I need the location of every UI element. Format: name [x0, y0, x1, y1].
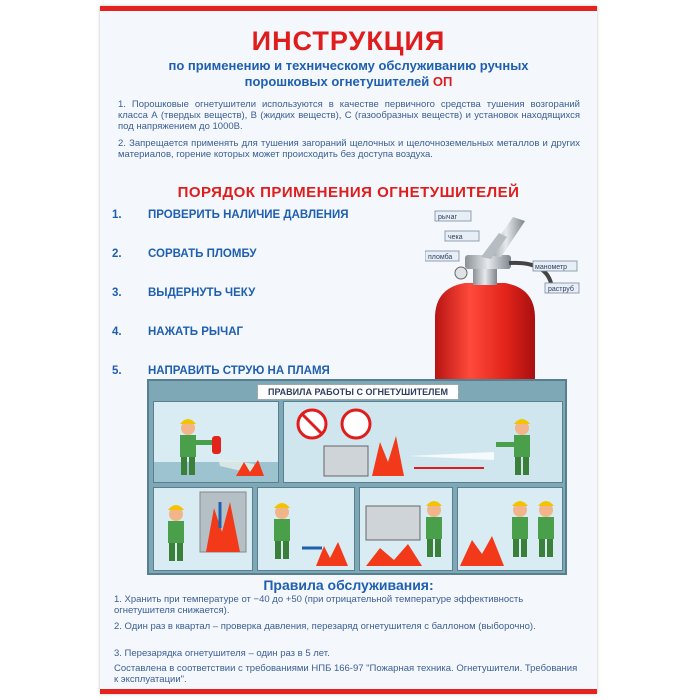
step-number: 1.: [112, 209, 122, 221]
two-firefighters-icon: [460, 501, 554, 566]
top-red-bar: [100, 6, 597, 11]
panel-firefighter-left: [153, 401, 279, 483]
wall-fire-icon: [168, 491, 247, 561]
compliance-note: Составлена в соответствии с требованиями…: [114, 663, 578, 685]
step-label: ПРОВЕРИТЬ НАЛИЧИЕ ДАВЛЕНИЯ: [148, 209, 349, 221]
panel-machine-fire: [359, 487, 453, 571]
poster-title: ИНСТРУКЦИЯ: [251, 26, 446, 56]
instruction-poster: ИНСТРУКЦИЯ по применению и техническому …: [100, 6, 597, 694]
usage-diagram: ПРАВИЛА РАБОТЫ С ОГНЕТУШИТЕЛЕМ: [147, 379, 567, 575]
maintenance-title: Правила обслуживания:: [263, 577, 434, 593]
step-3: 3. ВЫДЕРНУТЬ ЧЕКУ: [112, 287, 255, 303]
floor-fire-icon: [274, 503, 348, 566]
panel-two-firefighters: [457, 487, 563, 571]
step-1: 1. ПРОВЕРИТЬ НАЛИЧИЕ ДАВЛЕНИЯ: [112, 209, 349, 225]
bottom-red-bar: [100, 689, 597, 694]
step-label: НАПРАВИТЬ СТРУЮ НА ПЛАМЯ: [148, 365, 330, 377]
spray-scene-icon: [296, 408, 530, 477]
step-label: СОРВАТЬ ПЛОМБУ: [148, 248, 257, 260]
subtitle-accent: ОП: [432, 74, 453, 89]
panel-spray-scene: [283, 401, 563, 483]
step-label: НАЖАТЬ РЫЧАГ: [148, 326, 244, 338]
firefighter-icon: [154, 419, 278, 482]
step-4: 4. НАЖАТЬ РЫЧАГ: [112, 326, 243, 342]
maintenance-rule-3: 3. Перезарядка огнетушителя – один раз в…: [114, 648, 330, 659]
subtitle-line-2-text: порошковых огнетушителей: [244, 74, 430, 89]
label-lever: рычаг: [438, 214, 457, 221]
paragraph-usage: 1. Порошковые огнетушители используются …: [118, 99, 580, 132]
step-number: 3.: [112, 287, 122, 299]
machine-fire-icon: [365, 501, 442, 566]
step-number: 2.: [112, 248, 122, 260]
label-pin: чека: [448, 234, 463, 241]
step-number: 4.: [112, 326, 122, 338]
poster-subtitle: по применению и техническому обслуживани…: [120, 58, 577, 90]
panel-wall-fire: [153, 487, 253, 571]
maintenance-rule-1: 1. Хранить при температуре от −40 до +50…: [114, 594, 524, 616]
subtitle-line-1: по применению и техническому обслуживани…: [168, 58, 529, 73]
maintenance-rule-2: 2. Один раз в квартал – проверка давлени…: [114, 621, 536, 632]
label-nozzle: раструб: [548, 285, 574, 293]
diagram-title: ПРАВИЛА РАБОТЫ С ОГНЕТУШИТЕЛЕМ: [257, 384, 459, 400]
step-5: 5. НАПРАВИТЬ СТРУЮ НА ПЛАМЯ: [112, 365, 330, 381]
extinguisher-illustration: рычаг чека пломба манометр раструб: [424, 203, 590, 388]
step-number: 5.: [112, 365, 122, 377]
step-label: ВЫДЕРНУТЬ ЧЕКУ: [148, 287, 256, 299]
step-2: 2. СОРВАТЬ ПЛОМБУ: [112, 248, 257, 264]
extinguisher-icon: рычаг чека пломба манометр раструб: [424, 210, 580, 388]
section-title-procedure: ПОРЯДОК ПРИМЕНЕНИЯ ОГНЕТУШИТЕЛЕЙ: [177, 184, 520, 201]
subtitle-line-2: порошковых огнетушителей ОП: [120, 74, 577, 90]
panel-floor-fire: [257, 487, 355, 571]
label-gauge: манометр: [535, 264, 567, 271]
paragraph-prohibition: 2. Запрещается применять для тушения заг…: [118, 138, 580, 160]
label-seal: пломба: [428, 253, 452, 261]
